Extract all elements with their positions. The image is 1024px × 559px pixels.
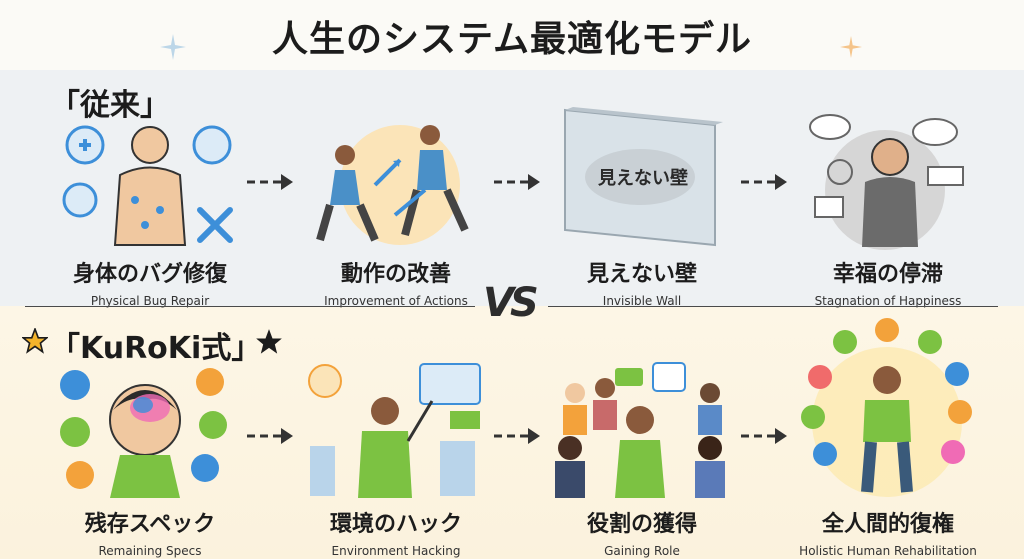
section-label-kuroki: 「KuRoKi式」 bbox=[50, 331, 262, 366]
kuroki-step-2: 環境のハック Environment Hacking bbox=[286, 506, 506, 558]
versus-mark: VS bbox=[483, 280, 539, 326]
arrow-right-icon bbox=[494, 174, 540, 190]
step-title: 見えない壁 bbox=[586, 262, 697, 287]
step-title: 環境のハック bbox=[329, 512, 462, 537]
step-title: 役割の獲得 bbox=[586, 512, 697, 537]
body-repair-illustration bbox=[62, 125, 233, 246]
invisible-wall-illustration bbox=[564, 107, 723, 247]
step-subtitle: Remaining Specs bbox=[98, 544, 202, 558]
sparkle-decor bbox=[160, 34, 186, 60]
kuroki-step-1: 残存スペック Remaining Specs bbox=[40, 506, 260, 558]
sparkle-decor bbox=[840, 36, 862, 58]
star-icon bbox=[256, 329, 282, 354]
traditional-step-2: 動作の改善 Improvement of Actions bbox=[286, 256, 506, 308]
kuroki-step-4: 全人間的復権 Holistic Human Rehabilitation bbox=[778, 506, 998, 558]
step-title: 動作の改善 bbox=[340, 262, 451, 287]
remaining-specs-illustration bbox=[60, 368, 227, 498]
step-title: 身体のバグ修復 bbox=[72, 262, 227, 287]
step-title: 幸福の停滞 bbox=[832, 262, 943, 287]
step-title: 残存スペック bbox=[84, 512, 216, 537]
section-label-traditional: 「従来」 bbox=[50, 88, 170, 123]
step-subtitle: Invisible Wall bbox=[602, 294, 682, 308]
page-title: 人生のシステム最適化モデル bbox=[272, 19, 752, 60]
stagnation-illustration bbox=[809, 114, 964, 250]
running-figures-illustration bbox=[316, 125, 469, 245]
arrow-right-icon bbox=[741, 428, 787, 444]
divider-line-right bbox=[548, 306, 998, 307]
divider-line-left bbox=[25, 306, 475, 307]
step-subtitle: Stagnation of Happiness bbox=[814, 294, 962, 308]
arrow-right-icon bbox=[741, 174, 787, 190]
kuroki-step-3: 役割の獲得 Gaining Role bbox=[532, 506, 752, 558]
environment-hacking-illustration bbox=[308, 363, 481, 498]
traditional-step-1: 身体のバグ修復 Physical Bug Repair bbox=[40, 256, 260, 308]
star-icon bbox=[22, 328, 48, 354]
step-subtitle: Improvement of Actions bbox=[324, 294, 468, 308]
traditional-step-3: 見えない壁 Invisible Wall bbox=[532, 256, 752, 308]
step-title: 全人間的復権 bbox=[821, 512, 954, 537]
invisible-wall-text: 見えない壁 bbox=[598, 168, 688, 189]
arrow-right-icon bbox=[247, 428, 293, 444]
arrow-right-icon bbox=[494, 428, 540, 444]
gaining-role-illustration bbox=[555, 362, 725, 498]
traditional-step-4: 幸福の停滞 Stagnation of Happiness bbox=[778, 256, 998, 308]
step-subtitle: Environment Hacking bbox=[331, 544, 461, 558]
step-subtitle: Physical Bug Repair bbox=[90, 294, 210, 308]
holistic-rehabilitation-illustration bbox=[801, 318, 972, 497]
arrow-right-icon bbox=[247, 174, 293, 190]
step-subtitle: Gaining Role bbox=[604, 544, 680, 558]
step-subtitle: Holistic Human Rehabilitation bbox=[799, 544, 977, 558]
